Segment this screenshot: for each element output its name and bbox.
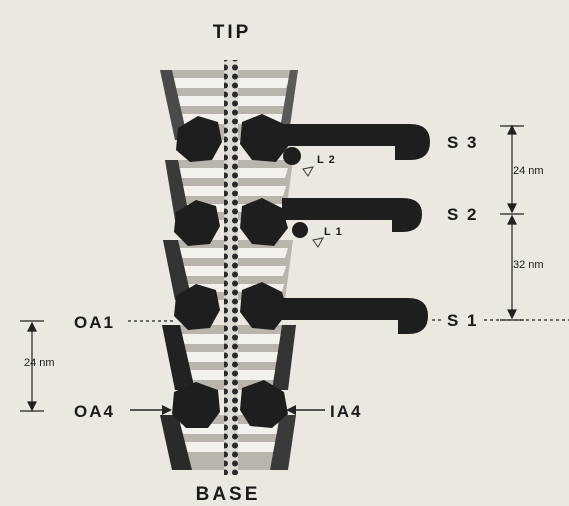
- l2-label: L 2: [317, 154, 336, 166]
- ia4-label: IA4: [330, 402, 362, 421]
- tip-label: TIP: [213, 22, 252, 43]
- s2-label: S 2: [447, 205, 479, 224]
- spoke-s3-knob: [283, 147, 301, 165]
- s3-label: S 3: [447, 133, 479, 152]
- base-label: BASE: [196, 484, 261, 505]
- oa4-label: OA4: [74, 402, 115, 421]
- dist-oa1-oa4-label: 24 nm: [24, 357, 55, 369]
- l1-label: L 1: [324, 226, 343, 238]
- spoke-s2-knob: [292, 222, 308, 238]
- oa1-label: OA1: [74, 313, 115, 332]
- s1-label: S 1: [447, 311, 479, 330]
- dist-s2-s1-label: 32 nm: [513, 259, 544, 271]
- central-axis: [224, 60, 238, 475]
- dist-s3-s2-label: 24 nm: [513, 165, 544, 177]
